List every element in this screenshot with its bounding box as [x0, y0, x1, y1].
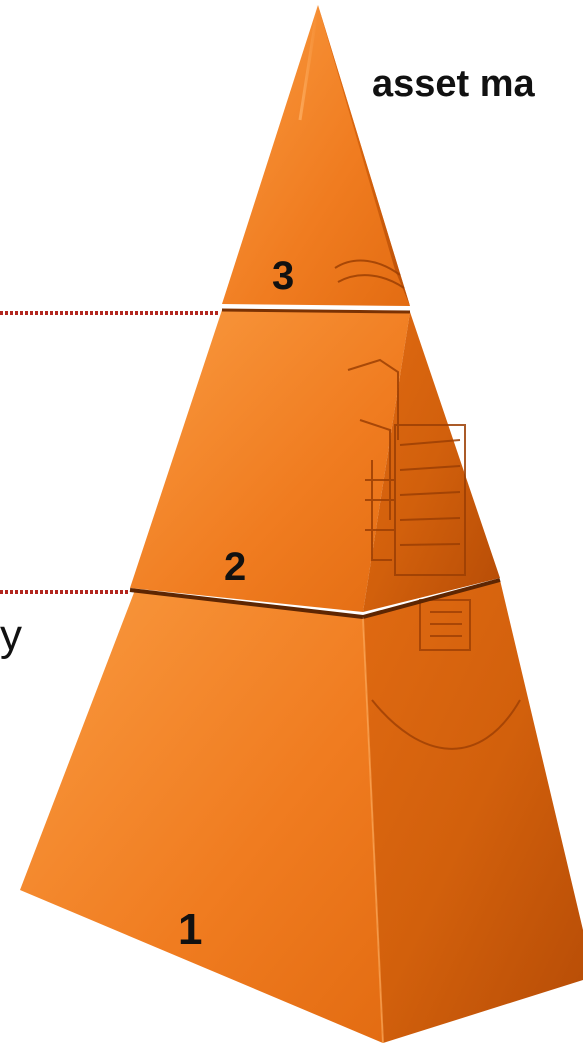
tier-1-front-face — [20, 590, 383, 1043]
pyramid-tier-2 — [130, 310, 500, 617]
tier-2-label: 2 — [224, 545, 246, 589]
tier-1-label: 1 — [178, 905, 202, 954]
pyramid-tier-1 — [20, 580, 583, 1043]
tier-2-top-edge — [222, 310, 410, 312]
heading-text: asset ma — [372, 63, 536, 105]
tier-2-front-face — [130, 310, 410, 612]
tier-3-front-face — [222, 5, 410, 306]
tier-3-label: 3 — [272, 254, 294, 298]
pyramid-tier-3 — [222, 5, 410, 306]
tier-1-right-face — [363, 580, 583, 1043]
side-label-text: y — [0, 611, 22, 660]
